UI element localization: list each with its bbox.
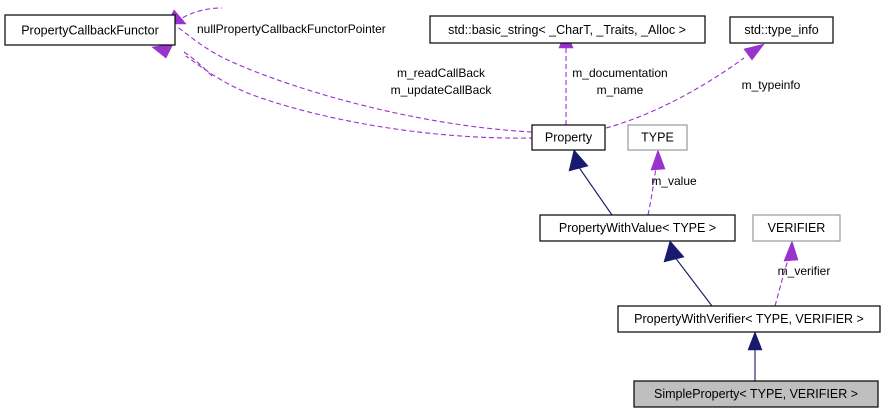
edge-pwver-to-verifier — [774, 240, 799, 307]
label-m-update-callback: m_updateCallBack — [391, 83, 493, 97]
arrow-head — [747, 331, 763, 351]
edge-simple-to-pwver — [747, 331, 763, 381]
node-label: PropertyWithVerifier< TYPE, VERIFIER > — [634, 312, 864, 326]
edge-property-to-basic-string — [558, 29, 574, 125]
node-label: TYPE — [641, 130, 674, 144]
node-label: SimpleProperty< TYPE, VERIFIER > — [654, 387, 858, 401]
edge-line — [175, 25, 533, 133]
arrow-head — [783, 240, 799, 262]
arrow-head — [151, 43, 174, 59]
arrow-head — [650, 149, 666, 171]
edge-line — [647, 167, 657, 216]
edge-property-to-type-info — [605, 43, 765, 129]
node-label: PropertyWithValue< TYPE > — [559, 221, 716, 235]
label-m-verifier: m_verifier — [778, 264, 831, 278]
node-box[interactable] — [4, 14, 176, 46]
edge-line — [175, 7, 223, 23]
label-m-name: m_name — [597, 83, 644, 97]
edge-line — [577, 165, 613, 216]
label-m-documentation: m_documentation — [572, 66, 667, 80]
edge-line — [774, 259, 789, 307]
edge-pwv-to-property — [568, 149, 613, 216]
arrow-head — [568, 149, 589, 172]
edge-line — [183, 51, 215, 79]
node-box[interactable] — [752, 214, 841, 242]
node-box[interactable] — [429, 15, 706, 44]
edge-line — [185, 55, 535, 139]
node-label: Property — [545, 130, 593, 144]
label-m-read-callback: m_readCallBack — [397, 66, 486, 80]
node-box[interactable] — [633, 380, 879, 408]
edge-pwv-to-type — [647, 149, 666, 216]
label-null-property-callback-functor-pointer: nullPropertyCallbackFunctorPointer — [197, 22, 386, 36]
node-box[interactable] — [539, 214, 736, 242]
node-box[interactable] — [627, 124, 688, 151]
node-label: VERIFIER — [768, 221, 826, 235]
node-property-with-verifier[interactable]: PropertyWithVerifier< TYPE, VERIFIER > — [617, 305, 881, 333]
node-label: std::type_info — [744, 23, 818, 37]
node-simple-property[interactable]: SimpleProperty< TYPE, VERIFIER > — [633, 380, 879, 408]
node-label: PropertyCallbackFunctor — [21, 23, 159, 37]
edge-pwver-to-pwv — [663, 240, 713, 307]
label-m-typeinfo: m_typeinfo — [742, 78, 801, 92]
node-label: std::basic_string< _CharT, _Traits, _All… — [448, 23, 686, 37]
edge-line — [605, 57, 745, 129]
arrow-head — [663, 240, 685, 263]
edge-spline-decorations — [175, 7, 223, 79]
node-box[interactable] — [729, 16, 834, 44]
node-verifier[interactable]: VERIFIER — [752, 214, 841, 242]
node-std-basic-string[interactable]: std::basic_string< _CharT, _Traits, _All… — [429, 15, 706, 44]
node-property-with-value[interactable]: PropertyWithValue< TYPE > — [539, 214, 736, 242]
edge-line — [673, 255, 713, 307]
arrow-head — [743, 43, 765, 61]
node-type[interactable]: TYPE — [627, 124, 688, 151]
node-box[interactable] — [617, 305, 881, 333]
node-property[interactable]: Property — [531, 124, 606, 151]
label-m-value: m_value — [651, 174, 697, 188]
node-property-callback-functor[interactable]: PropertyCallbackFunctor — [4, 14, 176, 46]
node-std-type-info[interactable]: std::type_info — [729, 16, 834, 44]
node-box[interactable] — [531, 124, 606, 151]
